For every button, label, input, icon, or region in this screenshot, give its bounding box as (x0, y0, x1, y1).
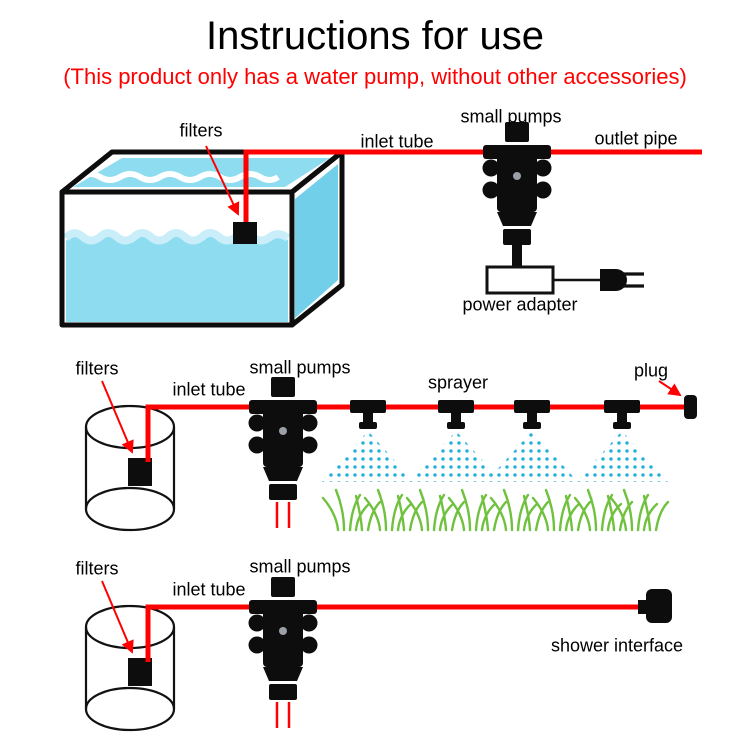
water-side-face (295, 164, 338, 318)
label-small-pumps-1: small pumps (460, 106, 562, 127)
label-filters-3: filters (75, 558, 119, 579)
label-inlet-tube-2: inlet tube (172, 379, 246, 400)
power-adapter-box (485, 265, 555, 295)
label-shower-interface: shower interface (550, 635, 684, 656)
spray-mist (410, 431, 502, 482)
filter-unit (128, 658, 152, 686)
diagram-sprayer-setup (84, 377, 697, 532)
shower-interface-stub (638, 600, 650, 614)
sprayer-tee (486, 400, 578, 482)
label-small-pumps-2: small pumps (249, 357, 351, 378)
sprayer-tee (410, 400, 502, 482)
spray-mist (486, 431, 578, 482)
diagram-shower-setup (84, 577, 672, 732)
label-sprayer: sprayer (427, 372, 489, 393)
inlet-pipe-line (145, 604, 650, 662)
spray-mist (576, 431, 668, 482)
pump-power-stem (512, 244, 522, 269)
pointer-arrow-filters-3 (101, 580, 134, 654)
pointer-arrow-filters-1 (205, 145, 240, 216)
label-filters-1: filters (179, 120, 223, 141)
grass (321, 488, 670, 532)
diagram-aquarium-setup (59, 122, 702, 328)
sprayer-tee (322, 400, 414, 482)
filter-unit (128, 458, 152, 486)
pump (248, 377, 318, 500)
shower-interface-connector (646, 589, 672, 623)
pipe-end-plug (684, 395, 697, 419)
label-power-adapter: power adapter (462, 294, 578, 315)
label-small-pumps-3: small pumps (249, 556, 351, 577)
page-title: Instructions for use (206, 14, 544, 58)
label-outlet-pipe: outlet pipe (594, 128, 678, 149)
page-subtitle: (This product only has a water pump, wit… (63, 64, 687, 89)
power-plug-icon (600, 269, 644, 291)
label-filters-2: filters (75, 358, 119, 379)
pump (248, 577, 318, 700)
label-inlet-tube-3: inlet tube (172, 579, 246, 600)
filter-unit (233, 222, 257, 244)
pointer-arrow-plug (658, 380, 682, 397)
label-inlet-tube-1: inlet tube (360, 131, 434, 152)
pump (482, 122, 552, 245)
inlet-pipe-line (145, 404, 688, 462)
pointer-arrow-filters-2 (101, 380, 134, 454)
label-plug: plug (633, 360, 669, 381)
sprayer-tee (576, 400, 668, 482)
spray-mist (322, 431, 414, 482)
water-front-face (66, 235, 288, 322)
